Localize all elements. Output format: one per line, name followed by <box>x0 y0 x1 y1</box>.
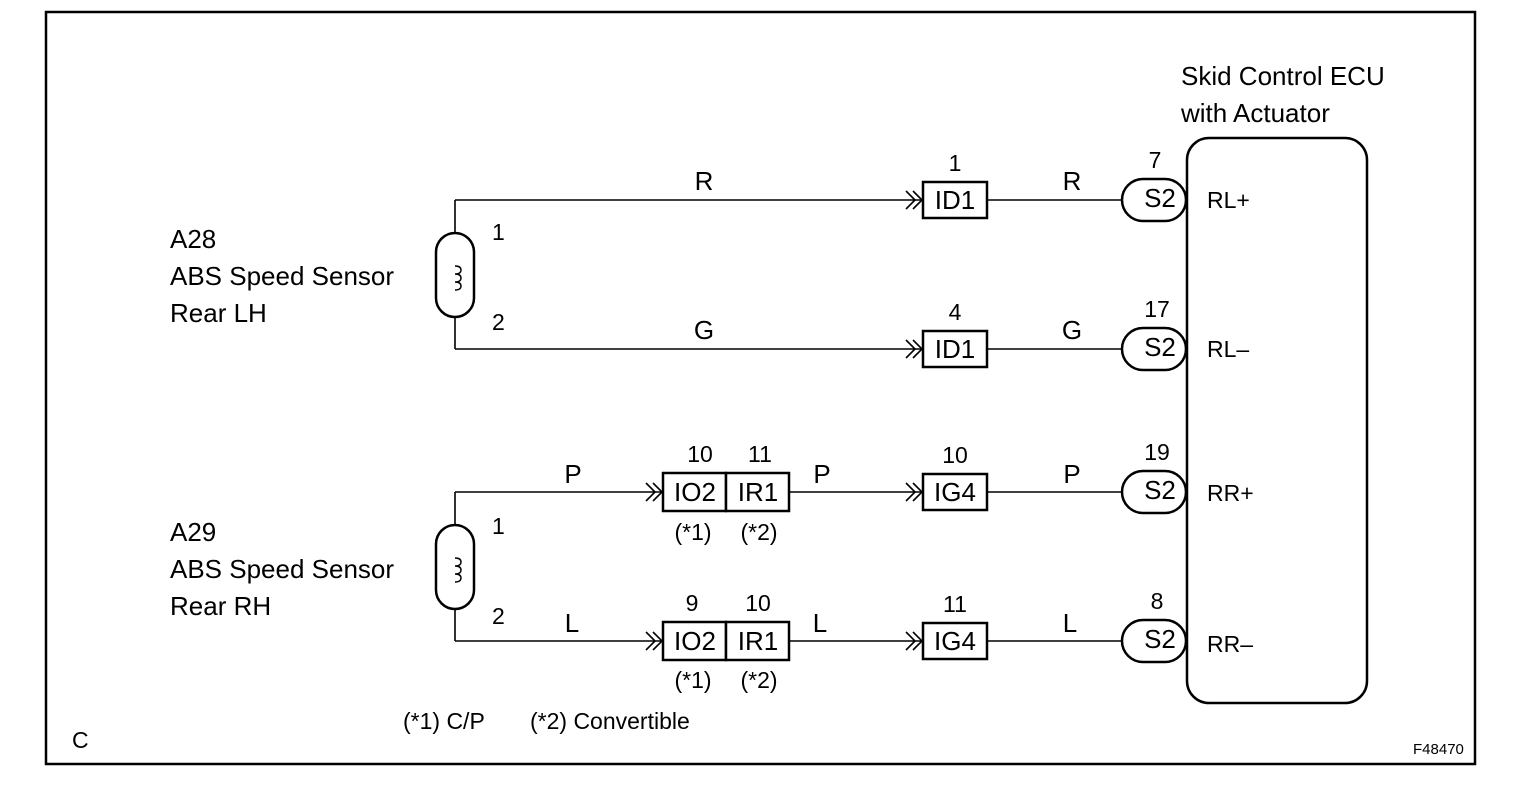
connector-pin: 10 <box>942 442 968 468</box>
wire-color-label: L <box>565 608 579 638</box>
sensor-name: ABS Speed Sensor <box>170 554 394 584</box>
junction-b-note: (*2) <box>740 667 777 693</box>
legend-note-2: (*2) Convertible <box>530 708 690 734</box>
connector-pin: 11 <box>943 591 967 617</box>
junction-box-b <box>724 620 791 662</box>
circuit-rl-plus: R ID1 1 R S2 7 RL+ <box>455 147 1250 223</box>
corner-label: C <box>72 727 89 753</box>
ecu-pin: 7 <box>1149 147 1162 173</box>
figure-id: F48470 <box>1413 741 1464 758</box>
junction-a-name: IO2 <box>674 626 716 656</box>
ecu-title-line2: with Actuator <box>1180 98 1330 128</box>
ecu-title-line1: Skid Control ECU <box>1181 61 1385 91</box>
ecu-terminal: RL– <box>1207 336 1249 362</box>
connector-pin: 1 <box>949 150 962 176</box>
wire-color-label: P <box>1063 459 1080 489</box>
connector-box <box>921 472 989 512</box>
junction-a-note: (*1) <box>674 667 711 693</box>
ecu-pin: 17 <box>1144 296 1170 322</box>
connector-name: ID1 <box>935 185 975 215</box>
coil-winding-icon <box>454 265 462 291</box>
sensor-code: A29 <box>170 517 216 547</box>
junction-a-pin: 9 <box>686 590 699 616</box>
ecu-terminal: RR+ <box>1207 480 1254 506</box>
wire-color-label: L <box>1063 608 1077 638</box>
diagram-frame <box>44 10 1477 766</box>
ecu-terminal: RR– <box>1207 631 1253 657</box>
sensor-pin-bottom: 2 <box>492 603 505 629</box>
junction-b-pin: 11 <box>748 441 772 467</box>
junction-b-note: (*2) <box>740 519 777 545</box>
sensor-code: A28 <box>170 224 216 254</box>
junction-a-note: (*1) <box>674 519 711 545</box>
circuit-rl-minus: G ID1 4 G S2 17 RL– <box>455 296 1249 372</box>
ecu-pin: 8 <box>1151 588 1164 614</box>
connector-pin: 4 <box>949 299 962 325</box>
ecu-connector-name: S2 <box>1144 183 1176 213</box>
legend-note-1: (*1) C/P <box>403 708 485 734</box>
sensor-a28: A28 ABS Speed Sensor Rear LH 1 2 <box>170 200 505 349</box>
sensor-a29: A29 ABS Speed Sensor Rear RH 1 2 <box>170 492 505 641</box>
ecu-connector-name: S2 <box>1144 475 1176 505</box>
ecu-connector-name: S2 <box>1144 332 1176 362</box>
wire-color-label: R <box>1063 166 1082 196</box>
wire-color-label: G <box>694 315 714 345</box>
connector-name: ID1 <box>935 334 975 364</box>
sensor-coil-icon <box>434 231 476 319</box>
junction-a-name: IO2 <box>674 477 716 507</box>
sensor-pin-top: 1 <box>492 219 505 245</box>
ecu-connector-name: S2 <box>1144 624 1176 654</box>
sensor-pin-bottom: 2 <box>492 309 505 335</box>
sensor-pin-top: 1 <box>492 513 505 539</box>
ecu-connector-oval <box>1120 326 1188 372</box>
circuit-rr-minus: L IO2 IR1 9 10 (*1) (*2) L IG4 11 L S2 8… <box>455 588 1253 693</box>
sensor-name: ABS Speed Sensor <box>170 261 394 291</box>
ecu-terminal: RL+ <box>1207 187 1250 213</box>
junction-box-b <box>724 471 791 513</box>
junction-b-pin: 10 <box>745 590 771 616</box>
wire-color-label: P <box>813 459 830 489</box>
wire-color-label: R <box>695 166 714 196</box>
ecu-pin: 19 <box>1144 439 1170 465</box>
wire-color-label: P <box>564 459 581 489</box>
junction-a-pin: 10 <box>687 441 713 467</box>
ecu-connector-oval <box>1120 469 1188 515</box>
ecu-block <box>1185 136 1369 705</box>
wire-color-label: L <box>813 608 827 638</box>
circuit-rr-plus: P IO2 IR1 10 11 (*1) (*2) P IG4 10 P S2 … <box>455 439 1254 545</box>
connector-name: IG4 <box>934 477 976 507</box>
junction-box-a <box>661 471 728 513</box>
ecu-connector-oval <box>1120 618 1188 664</box>
junction-b-name: IR1 <box>738 626 778 656</box>
sensor-coil-icon <box>434 523 476 611</box>
connector-name: IG4 <box>934 626 976 656</box>
ecu-connector-oval <box>1120 177 1188 223</box>
junction-b-name: IR1 <box>738 477 778 507</box>
coil-winding-icon <box>454 557 462 583</box>
wire-color-label: G <box>1062 315 1082 345</box>
sensor-side: Rear RH <box>170 591 271 621</box>
sensor-side: Rear LH <box>170 298 267 328</box>
